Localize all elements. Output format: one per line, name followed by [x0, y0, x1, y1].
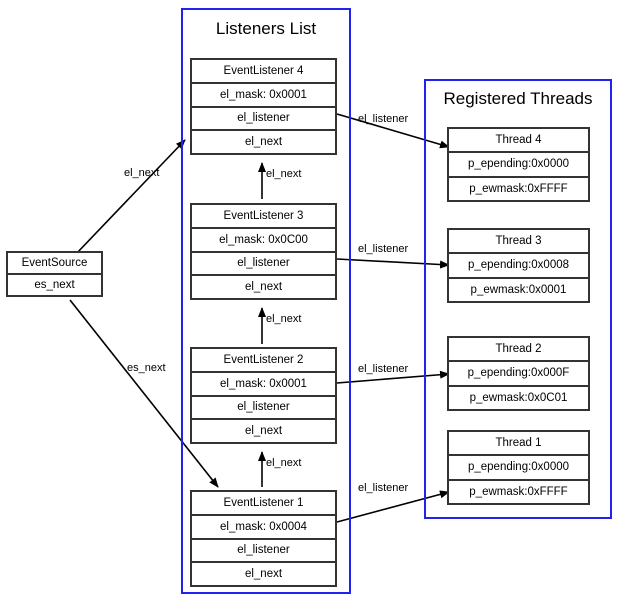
listener-node-2[interactable]: EventListener 2 el_mask: 0x0001 el_liste…	[190, 347, 337, 444]
thread-4-title: Thread 4	[449, 129, 588, 152]
event-source-node[interactable]: EventSource es_next	[6, 251, 103, 297]
edge-label-listener2-to-thread2: el_listener	[358, 363, 409, 375]
event-source-field-es-next: es_next	[8, 273, 101, 295]
listener-3-title: EventListener 3	[192, 205, 335, 227]
listener-4-listener-field: el_listener	[192, 105, 335, 130]
thread-4-ewmask: p_ewmask:0xFFFF	[449, 175, 588, 200]
registered-threads-panel	[424, 79, 612, 519]
thread-node-1[interactable]: Thread 1 p_epending:0x0000 p_ewmask:0xFF…	[447, 430, 590, 505]
listener-2-title: EventListener 2	[192, 349, 335, 371]
thread-1-epending: p_epending:0x0000	[449, 454, 588, 479]
edge-label-listener1-to-thread1: el_listener	[358, 482, 409, 494]
registered-threads-title: Registered Threads	[443, 89, 593, 108]
listener-3-listener-field: el_listener	[192, 250, 335, 275]
listener-2-mask: el_mask: 0x0001	[192, 370, 335, 395]
listener-node-4[interactable]: EventListener 4 el_mask: 0x0001 el_liste…	[190, 58, 337, 155]
thread-2-title: Thread 2	[449, 338, 588, 361]
listener-3-mask: el_mask: 0x0C00	[192, 226, 335, 251]
edge-label-listener1-to-listener2: el_next	[266, 457, 302, 469]
listener-node-3[interactable]: EventListener 3 el_mask: 0x0C00 el_liste…	[190, 203, 337, 300]
edge-label-source-to-listener4: el_next	[124, 167, 160, 179]
listener-3-next-field: el_next	[192, 274, 335, 298]
thread-2-epending: p_epending:0x000F	[449, 360, 588, 385]
listener-1-mask: el_mask: 0x0004	[192, 513, 335, 538]
listener-1-next-field: el_next	[192, 561, 335, 585]
thread-node-2[interactable]: Thread 2 p_epending:0x000F p_ewmask:0x0C…	[447, 336, 590, 411]
listeners-list-panel	[181, 8, 351, 594]
listener-4-next-field: el_next	[192, 129, 335, 153]
thread-3-title: Thread 3	[449, 230, 588, 253]
thread-4-epending: p_epending:0x0000	[449, 151, 588, 176]
listener-2-next-field: el_next	[192, 418, 335, 442]
listeners-list-title: Listeners List	[215, 19, 317, 38]
listener-node-1[interactable]: EventListener 1 el_mask: 0x0004 el_liste…	[190, 490, 337, 587]
listener-1-title: EventListener 1	[192, 492, 335, 514]
listener-2-listener-field: el_listener	[192, 394, 335, 419]
thread-node-4[interactable]: Thread 4 p_epending:0x0000 p_ewmask:0xFF…	[447, 127, 590, 202]
edge-label-listener4-to-thread4: el_listener	[358, 113, 409, 125]
edge-label-listener3-to-thread3: el_listener	[358, 243, 409, 255]
edge-label-listener2-to-listener3: el_next	[266, 313, 302, 325]
listener-4-title: EventListener 4	[192, 60, 335, 82]
thread-1-title: Thread 1	[449, 432, 588, 455]
edge-label-source-to-listener1: es_next	[127, 362, 166, 374]
thread-node-3[interactable]: Thread 3 p_epending:0x0008 p_ewmask:0x00…	[447, 228, 590, 303]
event-source-title: EventSource	[8, 253, 101, 273]
thread-2-ewmask: p_ewmask:0x0C01	[449, 384, 588, 409]
thread-3-ewmask: p_ewmask:0x0001	[449, 276, 588, 301]
thread-1-ewmask: p_ewmask:0xFFFF	[449, 478, 588, 503]
thread-3-epending: p_epending:0x0008	[449, 252, 588, 277]
edge-label-listener3-to-listener4: el_next	[266, 168, 302, 180]
listener-1-listener-field: el_listener	[192, 537, 335, 562]
listener-4-mask: el_mask: 0x0001	[192, 81, 335, 106]
edge-source-to-listener4	[74, 139, 186, 256]
